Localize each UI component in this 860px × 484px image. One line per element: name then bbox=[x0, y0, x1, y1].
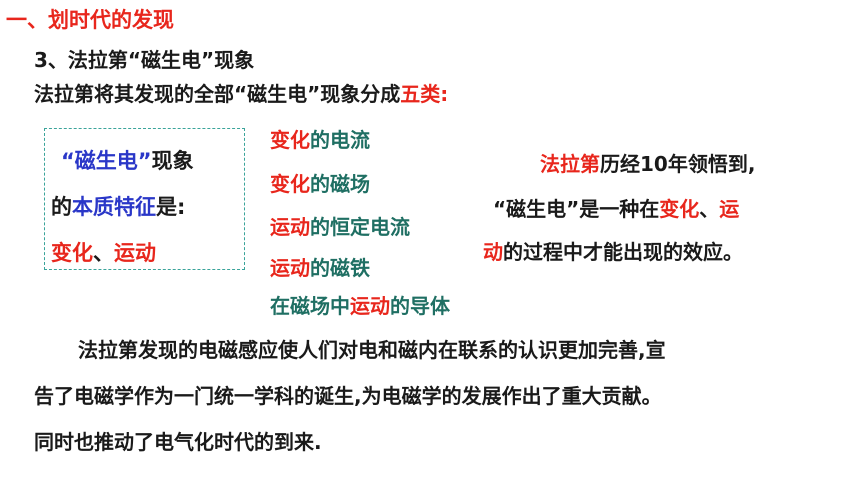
category-keyword: 变化 bbox=[270, 172, 310, 196]
side-note-line-1: 法拉第历经10年领悟到, bbox=[540, 148, 755, 177]
side-note-text: “磁生电”是一种在 bbox=[493, 197, 660, 221]
category-item: 变化的磁场 bbox=[270, 168, 370, 197]
essence-sep: 、 bbox=[93, 241, 114, 265]
side-note-line-2: “磁生电”是一种在变化、运 bbox=[493, 193, 739, 222]
intro-line: 法拉第将其发现的全部“磁生电”现象分成五类: bbox=[34, 78, 448, 107]
essence-line-1: “磁生电”现象 bbox=[61, 145, 194, 175]
side-note-sep: 、 bbox=[699, 197, 720, 221]
category-item: 变化的电流 bbox=[270, 124, 370, 153]
section-title: 一、划时代的发现 bbox=[6, 8, 174, 32]
paragraph-line-1: 法拉第发现的电磁感应使人们对电和磁内在联系的认识更加完善,宣 bbox=[78, 338, 666, 362]
category-keyword: 变化 bbox=[270, 128, 310, 152]
side-note-motion-end: 动 bbox=[483, 240, 503, 264]
category-text: 的导体 bbox=[390, 294, 450, 318]
category-keyword: 运动 bbox=[350, 294, 390, 318]
side-note-text: 的过程中才能出现的效应。 bbox=[503, 240, 743, 264]
essence-line2-post: 是: bbox=[156, 195, 186, 219]
intro-colon: : bbox=[440, 82, 449, 106]
essence-line-3: 变化、运动 bbox=[51, 237, 156, 267]
essence-highlight: 本质特征 bbox=[72, 195, 156, 219]
side-note-motion: 运 bbox=[719, 197, 740, 221]
side-note-line-3: 动的过程中才能出现的效应。 bbox=[483, 236, 743, 265]
category-text: 的磁铁 bbox=[310, 256, 370, 280]
side-note-text: 历经10年领悟到, bbox=[600, 152, 756, 176]
category-text: 在磁场中 bbox=[270, 294, 350, 318]
category-item: 运动的恒定电流 bbox=[270, 211, 410, 240]
paragraph-line-3: 同时也推动了电气化时代的到来. bbox=[34, 430, 322, 454]
essence-line-2: 的本质特征是: bbox=[51, 191, 185, 221]
essence-line1-rest: 现象 bbox=[151, 149, 194, 173]
essence-box: “磁生电”现象 的本质特征是: 变化、运动 bbox=[44, 128, 245, 270]
category-keyword: 运动 bbox=[270, 215, 310, 239]
essence-motion: 运动 bbox=[114, 241, 156, 265]
essence-change: 变化 bbox=[51, 241, 93, 265]
intro-text: 法拉第将其发现的全部“磁生电”现象分成 bbox=[34, 82, 401, 106]
category-text: 的电流 bbox=[310, 128, 370, 152]
paragraph-line-2: 告了电磁学作为一门统一学科的诞生,为电磁学的发展作出了重大贡献。 bbox=[34, 384, 662, 408]
essence-quote: “磁生电” bbox=[61, 149, 152, 173]
category-text: 的恒定电流 bbox=[310, 215, 410, 239]
category-item: 运动的磁铁 bbox=[270, 252, 370, 281]
side-note-name: 法拉第 bbox=[540, 152, 600, 176]
category-keyword: 运动 bbox=[270, 256, 310, 280]
intro-highlight: 五类 bbox=[400, 82, 441, 106]
category-text: 的磁场 bbox=[310, 172, 370, 196]
side-note-change: 变化 bbox=[659, 197, 700, 221]
subheading: 3、法拉第“磁生电”现象 bbox=[34, 48, 255, 72]
category-item: 在磁场中运动的导体 bbox=[270, 290, 450, 319]
essence-line2-pre: 的 bbox=[51, 195, 72, 219]
